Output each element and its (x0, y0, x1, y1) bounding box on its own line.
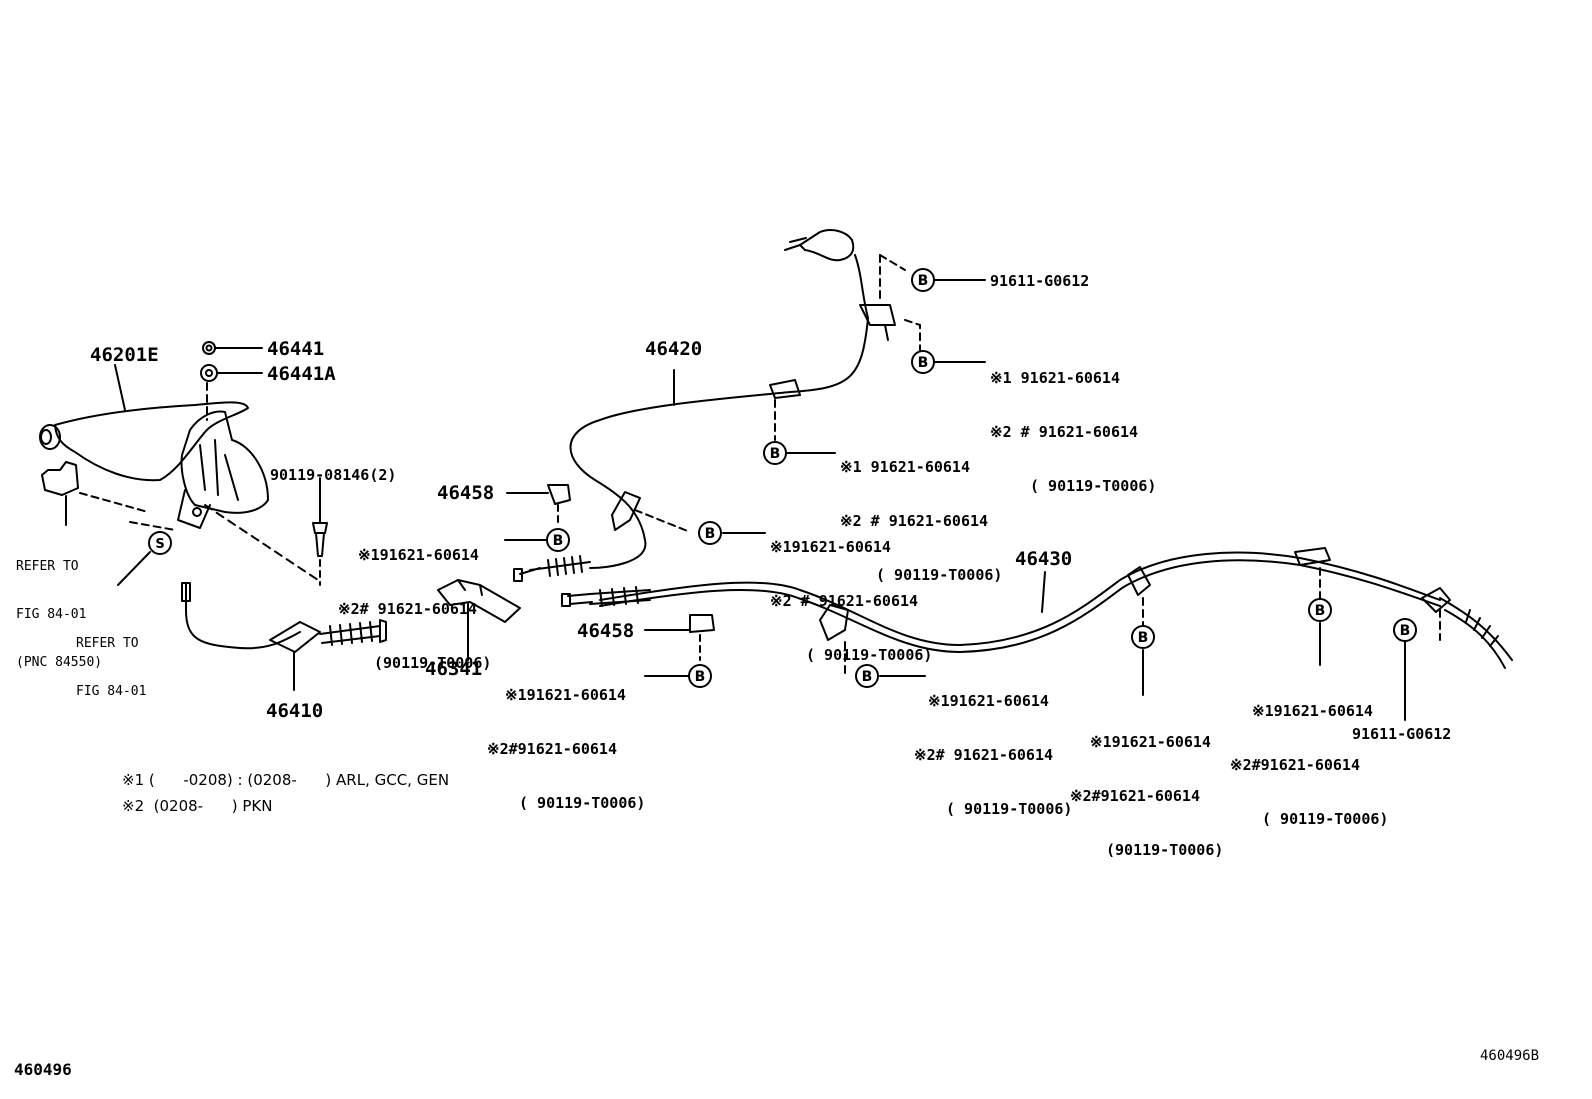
part-46441: 46441 (267, 338, 325, 360)
part-46341: 46341 (425, 658, 483, 680)
part-91611-g0612-right: 91611-G0612 (1352, 725, 1452, 743)
b-marker: B (763, 441, 787, 465)
callout-line: ※2#91621-60614 (487, 740, 617, 758)
callout-group-6: ※191621-60614 ※2# 91621-60614 ( 90119-T0… (914, 656, 1073, 836)
b-markers: B B B B B B B B B B (546, 268, 1417, 688)
cable-46430 (561, 547, 1513, 676)
svg-text:B: B (862, 669, 873, 685)
b-marker: B (1393, 618, 1417, 642)
refer-to-a-line2: FIG 84-01 (16, 607, 87, 622)
part-46441a: 46441A (267, 363, 336, 385)
refer-to-b-line1: REFER TO (76, 636, 139, 651)
refer-to-a-line1: REFER TO (16, 559, 79, 574)
b-marker: B (546, 528, 570, 552)
diagram-id-left: 460496 (14, 1060, 72, 1079)
callout-line: (90119-T0006) (1106, 841, 1224, 859)
callout-line: ※2 # 91621-60614 (990, 423, 1139, 441)
callout-line: ( 90119-T0006) (519, 794, 646, 812)
svg-text:B: B (1400, 623, 1411, 639)
callout-line: ※1 91621-60614 (990, 369, 1120, 387)
part-91611-g0612-top: 91611-G0612 (990, 272, 1090, 290)
svg-text:B: B (705, 526, 716, 542)
callout-line: ※2#91621-60614 (1230, 756, 1360, 774)
callout-line: ※2#91621-60614 (1070, 787, 1200, 805)
diagram-id-right: 460496B (1480, 1048, 1540, 1064)
svg-text:B: B (918, 273, 929, 289)
part-46458-upper: 46458 (437, 482, 495, 504)
bolt-90119-08146 (312, 477, 328, 586)
callout-line: ( 90119-T0006) (806, 646, 933, 664)
refer-to-b-line2: FIG 84-01 (76, 684, 147, 699)
svg-text:B: B (770, 446, 781, 462)
callout-line: ( 90119-T0006) (1030, 477, 1157, 495)
callout-line: ( 90119-T0006) (1262, 810, 1389, 828)
b-marker: B (1308, 598, 1332, 622)
b-marker: B (688, 664, 712, 688)
callout-line: ※2 # 91621-60614 (770, 592, 919, 610)
callout-group-5: ※191621-60614 ※2#91621-60614 ( 90119-T00… (487, 650, 646, 830)
svg-text:B: B (918, 355, 929, 371)
b-marker: B (698, 521, 722, 545)
callout-line: ※2# 91621-60614 (914, 746, 1053, 764)
svg-text:B: B (1138, 630, 1149, 646)
callout-line: ※2# 91621-60614 (338, 600, 477, 618)
bracket-46341 (437, 579, 521, 661)
b-marker: B (911, 350, 935, 374)
cable-46410 (181, 582, 387, 691)
part-46410: 46410 (266, 700, 324, 722)
clip-46458-lower (644, 614, 715, 661)
svg-text:B: B (695, 669, 706, 685)
refer-to-a: REFER TO FIG 84-01 (PNC 84550) (16, 527, 102, 687)
svg-text:B: B (1315, 603, 1326, 619)
callout-line: ※191621-60614 (358, 546, 479, 564)
part-90119-08146: 90119-08146(2) (270, 466, 397, 484)
part-46201e: 46201E (90, 344, 159, 366)
callout-group-2: ※1 91621-60614 ※2 # 91621-60614 ( 90119-… (840, 422, 1002, 602)
b-marker: B (855, 664, 879, 688)
callout-line: ※191621-60614 (1252, 702, 1373, 720)
footnote-2: ※2 (0208- ) PKN (122, 797, 273, 815)
b-marker: B (1131, 625, 1155, 649)
switch-bracket (41, 461, 149, 526)
nut-46441a (200, 364, 263, 421)
callout-line: ※191621-60614 (770, 538, 891, 556)
part-46458-lower: 46458 (577, 620, 635, 642)
callout-line: ※191621-60614 (505, 686, 626, 704)
footnote-1: ※1 ( -0208) : (0208- ) ARL, GCC, GEN (122, 771, 450, 789)
clip-46458-upper (506, 484, 571, 526)
part-46420: 46420 (645, 338, 703, 360)
s-symbol (148, 531, 172, 555)
part-46430: 46430 (1015, 548, 1073, 570)
callout-group-1: ※1 91621-60614 ※2 # 91621-60614 ( 90119-… (990, 333, 1156, 513)
refer-to-a-line3: (PNC 84550) (16, 655, 103, 670)
b-marker: B (911, 268, 935, 292)
callout-line: ※191621-60614 (928, 692, 1049, 710)
callout-line: (90119-T0006) (374, 654, 492, 672)
brake-lever-46201e (39, 401, 269, 529)
callout-group-8: ※191621-60614 ※2#91621-60614 ( 90119-T00… (1230, 666, 1389, 846)
callout-group-7: ※191621-60614 ※2#91621-60614 (90119-T000… (1070, 697, 1224, 877)
callout-line: ( 90119-T0006) (946, 800, 1073, 818)
s-symbol-label: S (155, 537, 164, 552)
refer-to-b: REFER TO FIG 84-01 (76, 604, 146, 716)
callout-group-3: ※191621-60614 ※2 # 91621-60614 ( 90119-T… (770, 502, 932, 682)
callout-line: ※191621-60614 (1090, 733, 1211, 751)
svg-text:B: B (553, 533, 564, 549)
callout-group-4: ※191621-60614 ※2# 91621-60614 (90119-T00… (338, 510, 492, 690)
nut-46441 (202, 341, 263, 355)
callout-line: ( 90119-T0006) (876, 566, 1003, 584)
cable-46420 (513, 229, 896, 582)
callout-line: ※1 91621-60614 (840, 458, 970, 476)
callout-line: ※2 # 91621-60614 (840, 512, 989, 530)
